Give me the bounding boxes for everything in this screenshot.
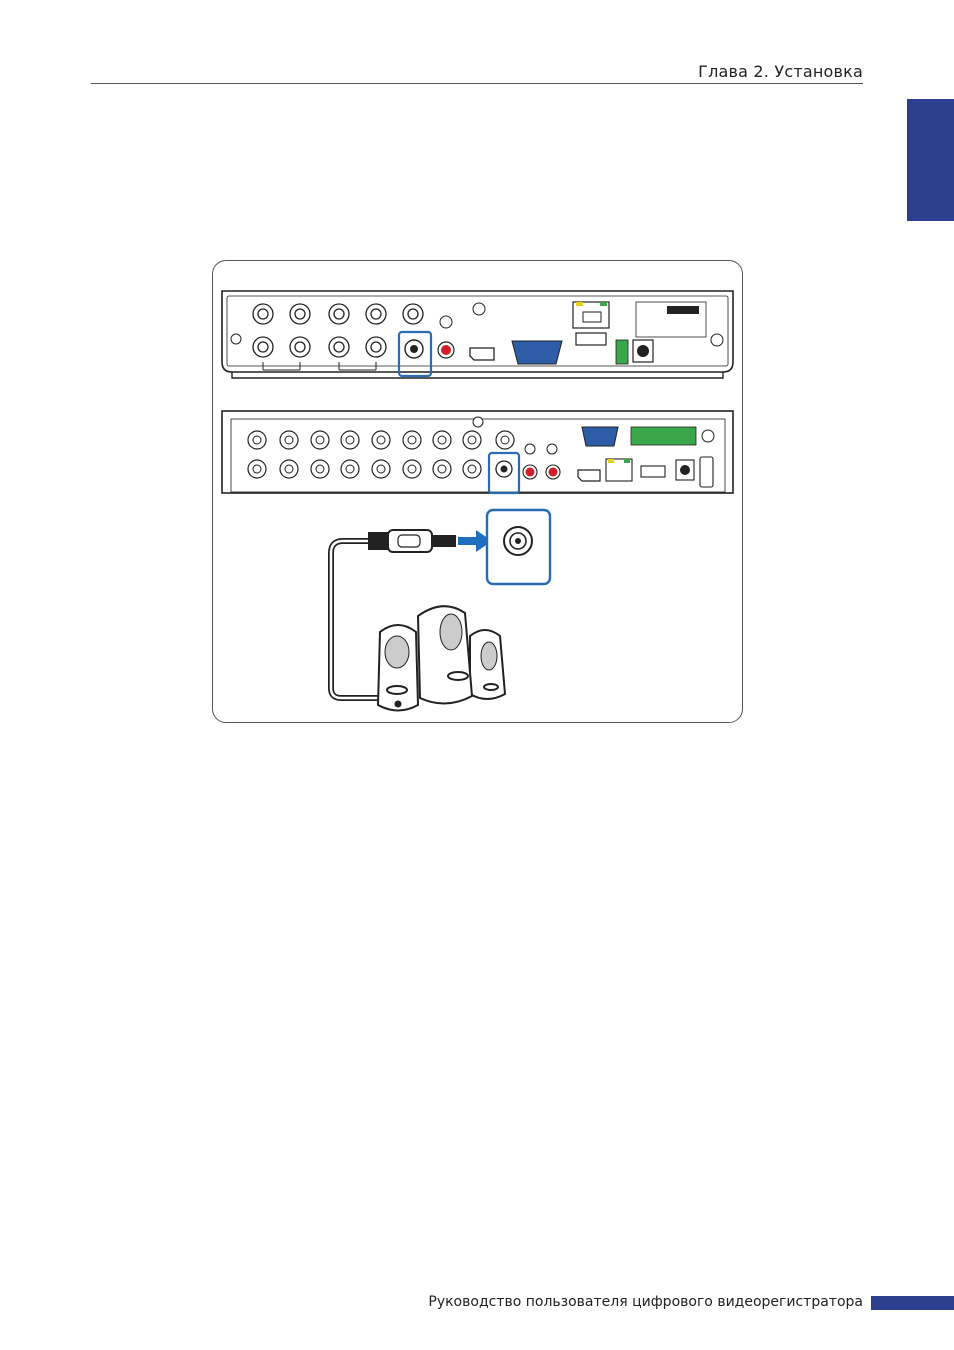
manual-title: Руководство пользователя цифрового видео…: [428, 1294, 863, 1310]
audio-out-jack-zoom: [487, 510, 550, 584]
speakers-icon: [378, 606, 505, 710]
dvr-rear-panel-16ch: [222, 411, 733, 493]
footer-accent-tab: [871, 1296, 954, 1310]
dvr-rear-panel-8ch: [222, 291, 733, 378]
